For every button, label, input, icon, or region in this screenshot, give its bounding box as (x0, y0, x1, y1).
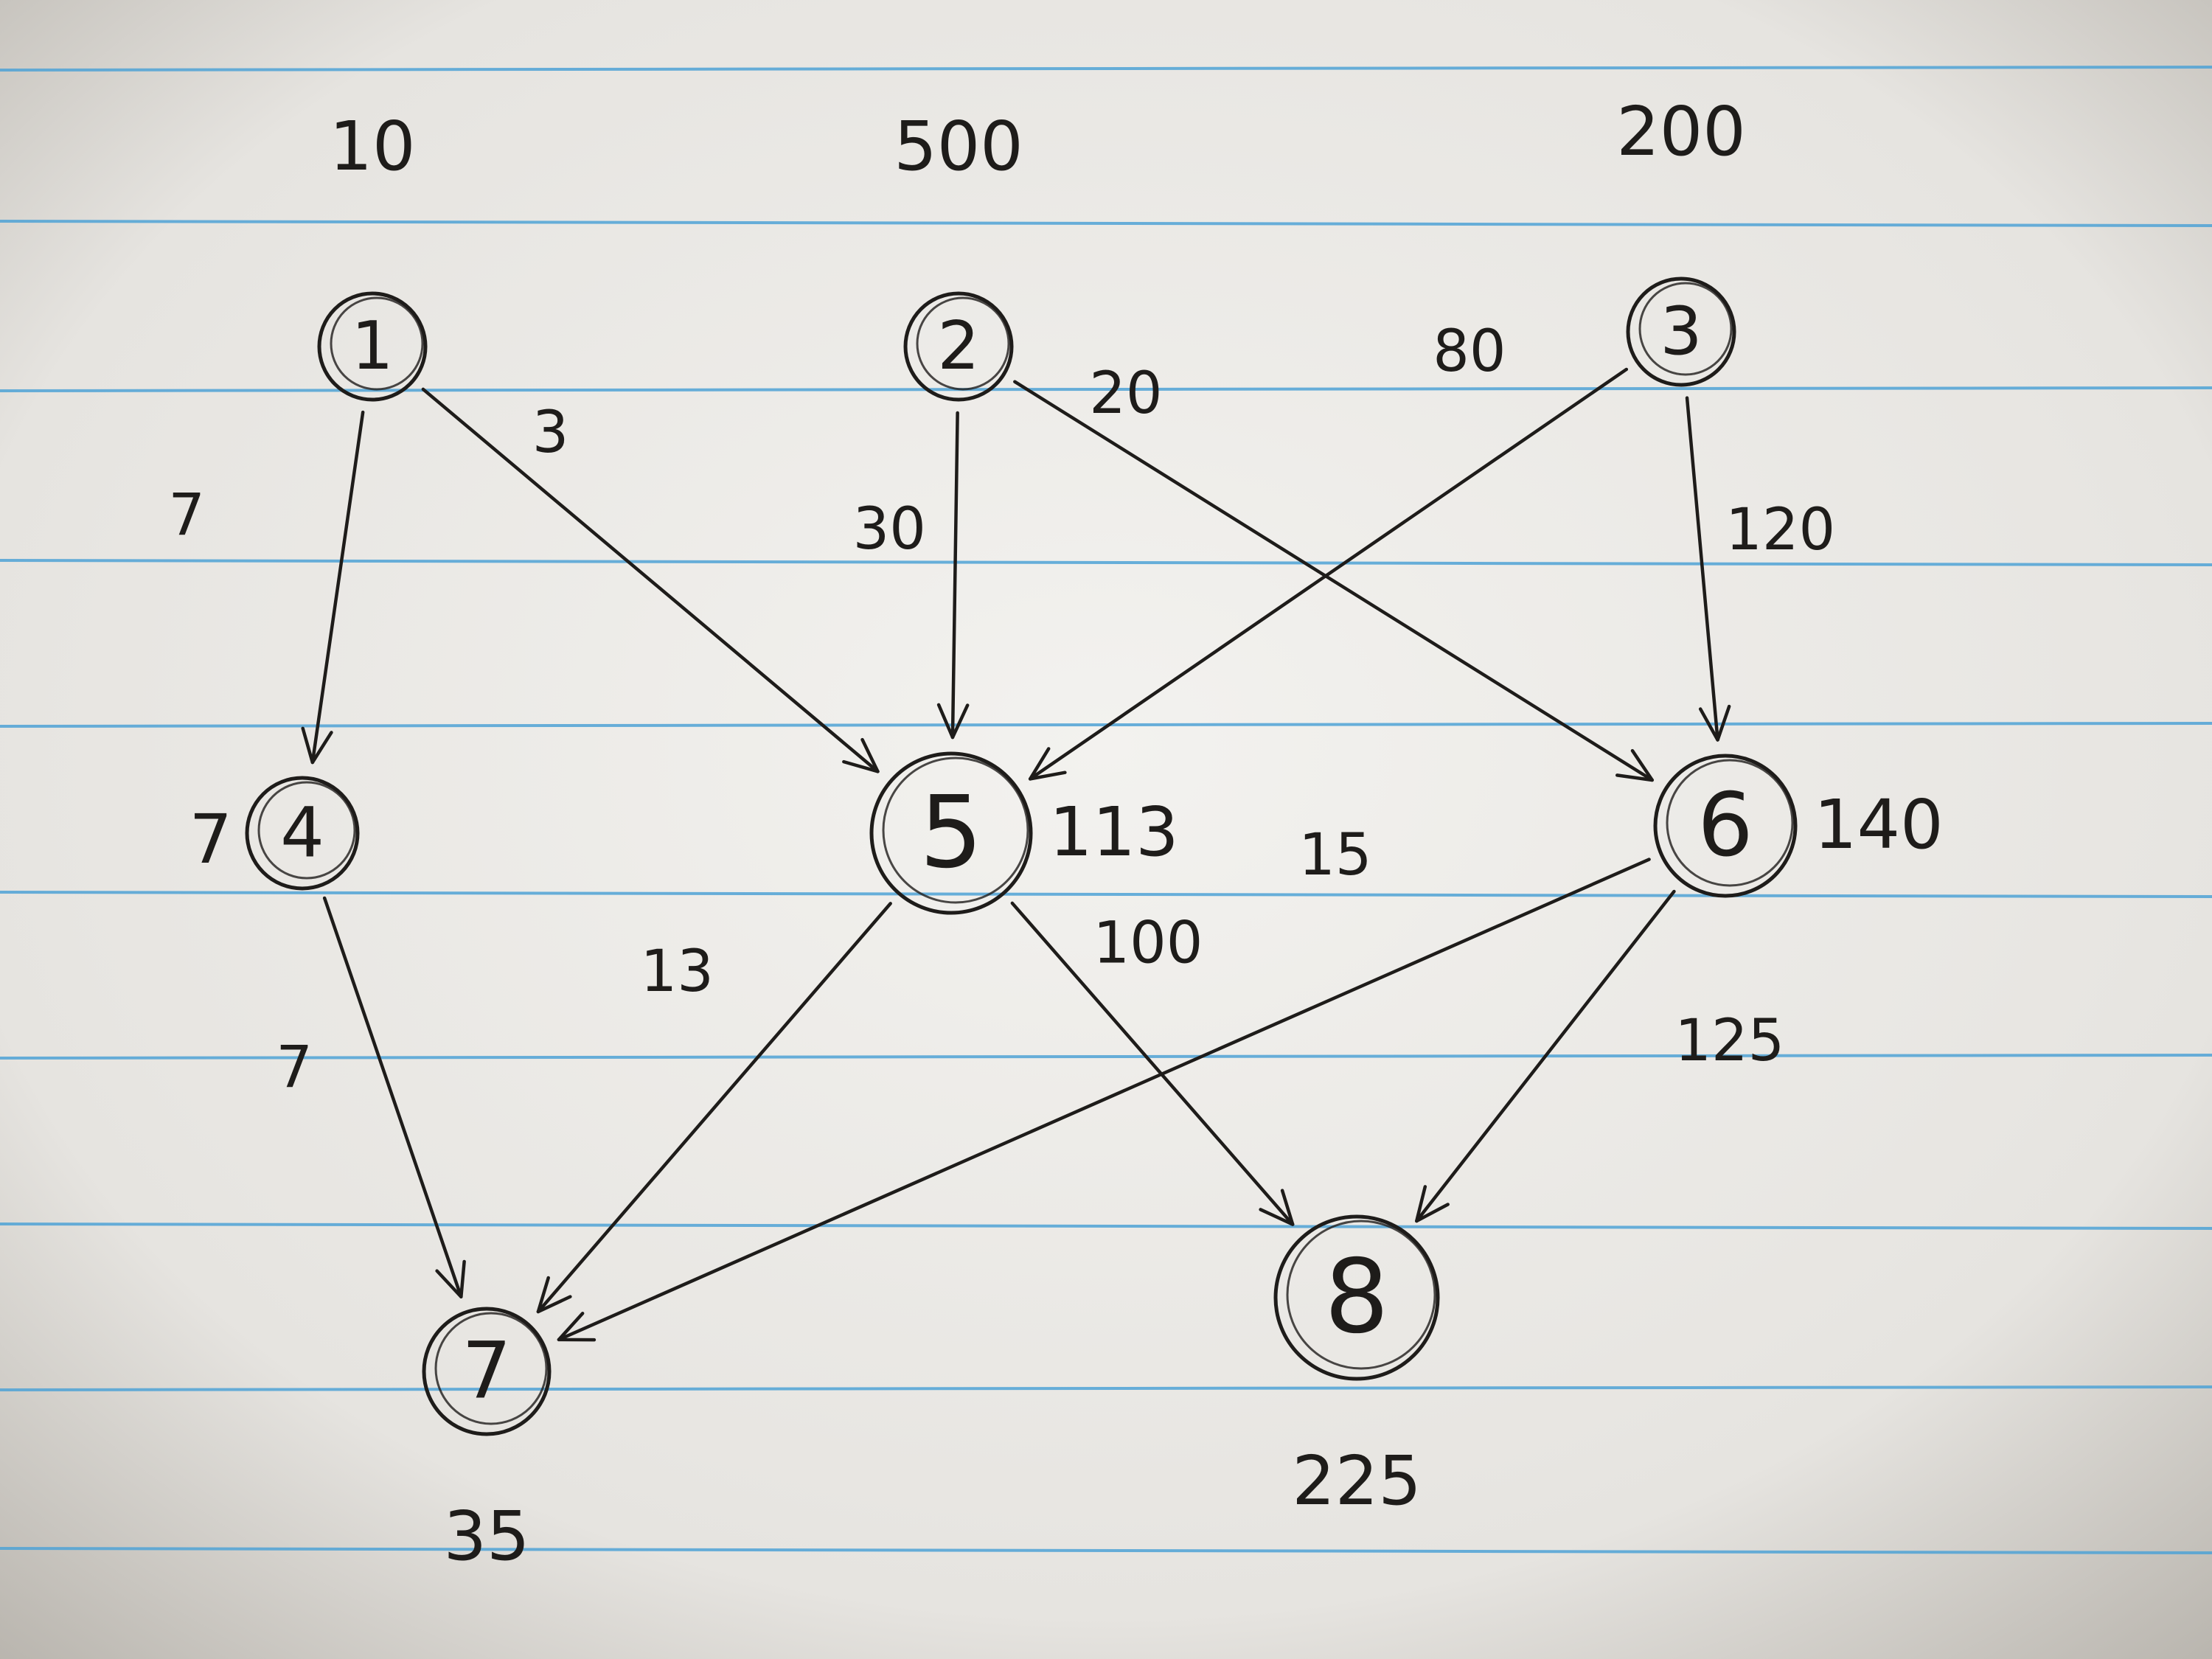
edge-weight-label: 120 (1725, 497, 1835, 563)
edge-3-6: 120 (1685, 396, 1835, 742)
node-circle (1653, 754, 1798, 898)
edge-weight-label: 100 (1093, 911, 1203, 977)
edge-line (310, 410, 365, 765)
edge-2-5: 30 (853, 411, 970, 740)
node-label: 6 (1697, 775, 1753, 877)
node-circle-retrace (1638, 282, 1733, 376)
edge-weight-label: 80 (1433, 319, 1506, 385)
node-value: 200 (1616, 92, 1746, 171)
ruled-line (0, 722, 2212, 728)
edge-5-7: 13 (536, 902, 892, 1314)
node-circle-retrace (1286, 1220, 1436, 1370)
arrow-head (1028, 747, 1067, 781)
arrow-head (301, 726, 333, 765)
node-circle-retrace (434, 1312, 548, 1425)
edge-line (536, 902, 892, 1314)
edge-2-6: 20 (1013, 361, 1655, 782)
node-value: 140 (1814, 785, 1944, 864)
node-label: 1 (351, 307, 393, 385)
ruled-line (0, 559, 2212, 566)
ruled-line (0, 1222, 2212, 1230)
ruled-line (0, 1385, 2212, 1391)
node-3: 3 200 (1616, 92, 1746, 387)
edge-4-7: 7 (276, 896, 466, 1299)
node-label: 5 (919, 774, 983, 890)
node-4: 47 (189, 776, 360, 891)
ruled-lines (0, 66, 2212, 1554)
node-5: 5 113 (869, 751, 1179, 915)
node-value: 500 (894, 107, 1023, 186)
node-label: 8 (1324, 1237, 1389, 1356)
edge-line (557, 858, 1651, 1342)
ruled-line (0, 386, 2212, 392)
edge-6-8: 125 (1415, 889, 1784, 1223)
edge-line (1415, 889, 1676, 1223)
node-circle-retrace (882, 757, 1029, 904)
edge-line (1013, 380, 1655, 782)
arrow-head (1259, 1189, 1295, 1226)
edge-6-7: 15 (557, 822, 1651, 1342)
ruled-line (0, 220, 2212, 227)
node-circle (869, 751, 1033, 915)
node-value: 7 (189, 800, 232, 879)
node-circle-retrace (330, 296, 424, 391)
node-label: 4 (280, 793, 324, 874)
ruled-line (0, 1547, 2212, 1554)
arrow-head (1698, 704, 1731, 742)
edge-weight-label: 7 (276, 1034, 313, 1101)
node-value: 10 (329, 107, 415, 186)
node-8: 8 225 (1273, 1214, 1440, 1520)
edge-weight-label: 125 (1674, 1008, 1784, 1074)
node-circle (903, 291, 1014, 402)
arrow-head (1615, 748, 1655, 782)
edge-line (322, 896, 463, 1299)
node-2: 2 500 (894, 107, 1023, 402)
node-6: 6 140 (1653, 754, 1944, 898)
edge-line (950, 411, 959, 740)
node-label: 3 (1660, 293, 1702, 370)
arrow-head (435, 1259, 466, 1299)
edge-1-5: 3 (421, 387, 880, 773)
node-circle (317, 291, 428, 402)
edge-line (1028, 367, 1629, 781)
arrow-head (1415, 1185, 1450, 1223)
edge-weight-label: 30 (853, 496, 926, 563)
edge-line (421, 387, 880, 773)
arrow-head (557, 1312, 597, 1342)
edge-weight-label: 20 (1089, 361, 1162, 427)
edge-weight-label: 15 (1298, 822, 1371, 888)
node-value: 113 (1049, 793, 1179, 872)
node-value: 35 (443, 1497, 529, 1576)
arrow-head (536, 1276, 572, 1314)
edge-weight-label: 7 (168, 482, 205, 549)
ruled-line (0, 891, 2212, 898)
edge-weight-label: 3 (532, 400, 569, 466)
edge-5-8: 100 (1010, 901, 1295, 1226)
node-label: 2 (937, 307, 979, 385)
node-1: 1 10 (317, 107, 428, 402)
node-value: 225 (1292, 1441, 1422, 1520)
node-label: 7 (462, 1326, 511, 1416)
node-circle-retrace (916, 296, 1010, 391)
node-circle-retrace (1666, 759, 1794, 887)
edge-3-5: 80 (1028, 319, 1629, 781)
node-circle (245, 776, 360, 891)
edge-1-4: 7 (168, 410, 365, 765)
arrow-head (842, 737, 880, 773)
node-circle (1626, 276, 1736, 387)
node-7: 7 35 (422, 1307, 552, 1576)
node-circle-retrace (257, 781, 356, 880)
edge-line (1685, 396, 1719, 742)
node-circle (422, 1307, 552, 1436)
edge-weight-label: 13 (641, 939, 714, 1005)
edges: 7 3 30 20 80 120 7 13 100 15 125 (168, 319, 1835, 1342)
arrow-head (936, 703, 970, 740)
edge-line (1010, 901, 1295, 1226)
node-circle (1273, 1214, 1440, 1381)
ruled-line (0, 1054, 2212, 1060)
ruled-line (0, 66, 2212, 72)
